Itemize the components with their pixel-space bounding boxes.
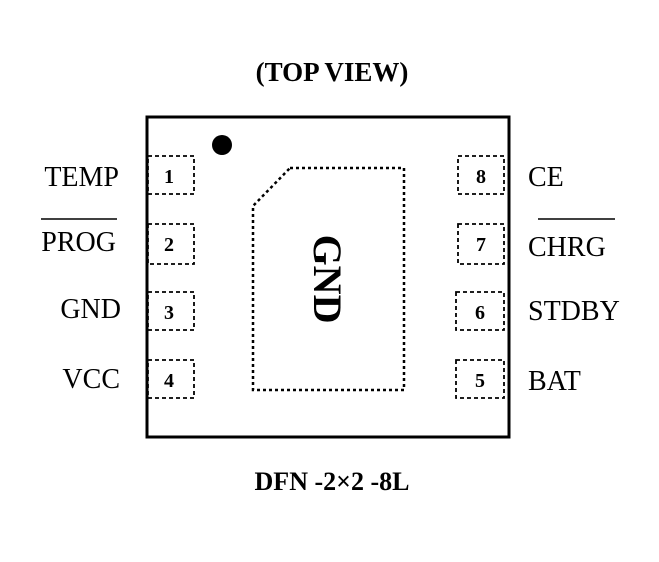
pin-number: 5	[475, 370, 485, 392]
pin-1: 1 TEMP	[44, 155, 195, 195]
pin-3: 3 GND	[60, 291, 195, 331]
pin1-marker-dot	[212, 135, 232, 155]
pin-pad	[147, 223, 195, 265]
exposed-pad-outline	[251, 166, 406, 392]
pin-number: 3	[164, 302, 174, 324]
pin-2: 2 PROG	[41, 218, 195, 265]
package-name: DFN -2×2 -8L	[255, 467, 410, 496]
pin-number: 1	[164, 166, 174, 188]
pin-label: PROG	[41, 227, 116, 258]
pin-pad	[147, 359, 195, 399]
pin-number: 2	[164, 234, 174, 256]
pin-label: CE	[528, 162, 564, 193]
pin-label: VCC	[62, 364, 120, 395]
pin-5: 5 BAT	[455, 359, 581, 399]
pin-label: TEMP	[44, 162, 119, 193]
package-body	[145, 115, 511, 439]
pin-pad	[455, 359, 505, 399]
pin-pad	[147, 155, 195, 195]
pin-pad	[147, 291, 195, 331]
pin-7: 7 CHRG	[457, 218, 615, 265]
pin-pad	[455, 291, 505, 331]
pin-number: 8	[476, 166, 486, 188]
view-title: (TOP VIEW)	[256, 57, 409, 87]
pin-6: 6 STDBY	[455, 291, 620, 331]
pin-pad	[457, 223, 505, 265]
pin-label: BAT	[528, 366, 581, 397]
pin-pad	[457, 155, 505, 195]
pin-8: 8 CE	[457, 155, 564, 195]
exposed-pad-label: GND	[305, 235, 350, 324]
pin-number: 4	[164, 370, 174, 392]
pin-label: STDBY	[528, 296, 620, 327]
pin-4: 4 VCC	[62, 359, 195, 399]
pin-number: 7	[476, 234, 486, 256]
pin-number: 6	[475, 302, 485, 324]
pin-label: GND	[60, 294, 121, 325]
pin-label: CHRG	[528, 232, 606, 263]
